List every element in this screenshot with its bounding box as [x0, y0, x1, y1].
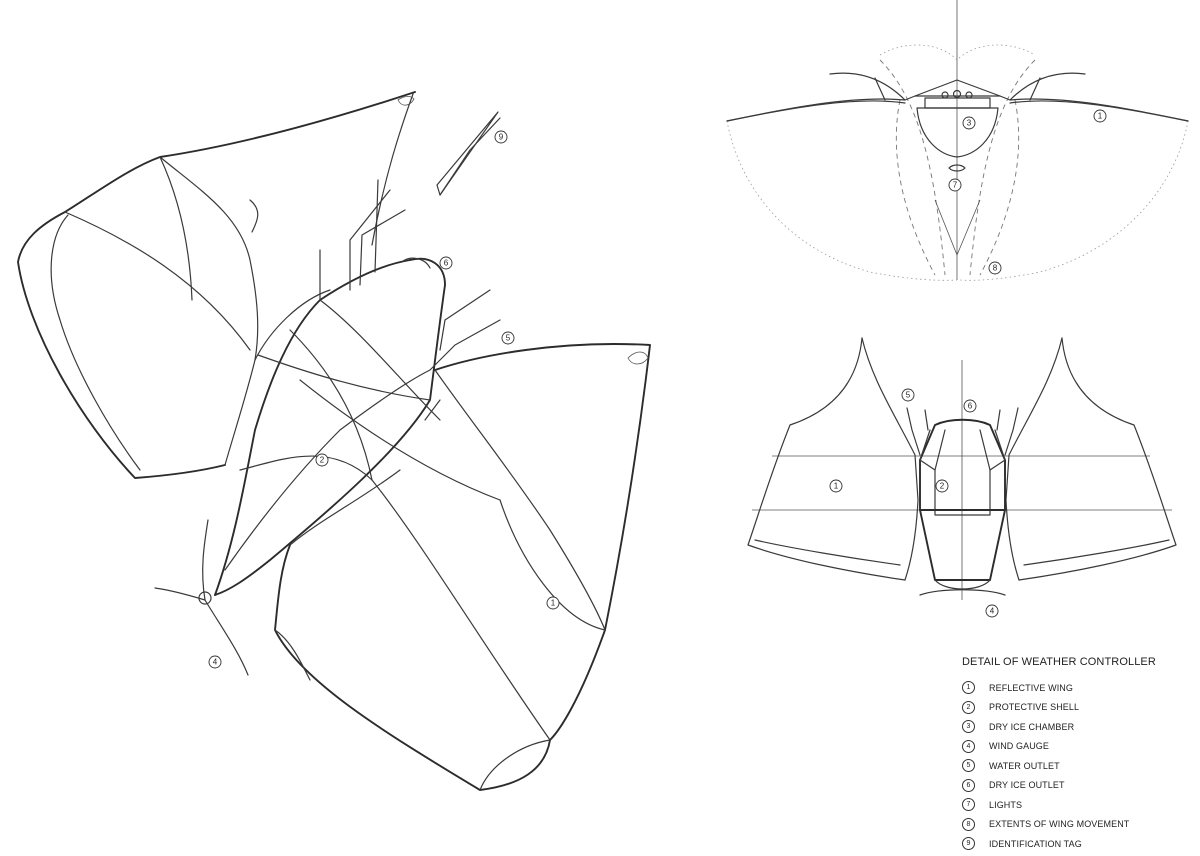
legend-label: REFLECTIVE WING	[989, 682, 1074, 693]
svg-text:8: 8	[993, 264, 998, 273]
svg-text:5: 5	[506, 334, 511, 343]
top-callout-1: 1	[1093, 109, 1107, 123]
top-callout-8: 8	[988, 261, 1002, 275]
top-callout-3: 3	[962, 116, 976, 130]
legend-label: IDENTIFICATION TAG	[989, 838, 1082, 849]
legend-item: 7 LIGHTS	[962, 795, 1192, 815]
legend-item: 5 WATER OUTLET	[962, 756, 1192, 776]
legend-list: 1 REFLECTIVE WING 2 PROTECTIVE SHELL 3 D…	[962, 678, 1192, 854]
legend-label: LIGHTS	[989, 799, 1023, 810]
svg-text:6: 6	[968, 402, 973, 411]
legend-number-badge: 2	[962, 700, 975, 714]
legend-item: 1 REFLECTIVE WING	[962, 678, 1192, 698]
legend-number-badge: 5	[962, 759, 975, 773]
perspective-lower-wing	[274, 343, 651, 791]
svg-text:2: 2	[320, 456, 325, 465]
perspective-antennas	[319, 111, 501, 421]
front-callout-1: 1	[829, 479, 843, 493]
legend-item: 4 WIND GAUGE	[962, 737, 1192, 757]
legend-item: 6 DRY ICE OUTLET	[962, 776, 1192, 796]
svg-text:4: 4	[213, 658, 218, 667]
legend-label: DRY ICE OUTLET	[989, 780, 1065, 791]
legend-label: WIND GAUGE	[989, 741, 1050, 752]
svg-text:1: 1	[551, 599, 556, 608]
perspective-view: 9 6 5 2 1 4	[17, 91, 651, 791]
svg-text:9: 9	[499, 133, 504, 142]
legend-label: PROTECTIVE SHELL	[989, 702, 1080, 713]
legend-number-badge: 8	[962, 817, 975, 831]
svg-text:3: 3	[967, 119, 972, 128]
legend-title: DETAIL OF WEATHER CONTROLLER	[962, 656, 1156, 668]
perspective-callout-9: 9	[494, 130, 508, 144]
svg-text:1: 1	[834, 482, 839, 491]
legend-number-badge: 4	[962, 739, 975, 753]
legend-number-badge: 3	[962, 720, 975, 734]
perspective-callout-6: 6	[439, 256, 453, 270]
svg-text:7: 7	[953, 181, 958, 190]
legend-number-badge: 7	[962, 798, 975, 812]
legend-item: 3 DRY ICE CHAMBER	[962, 717, 1192, 737]
legend-item: 2 PROTECTIVE SHELL	[962, 698, 1192, 718]
svg-text:6: 6	[444, 259, 449, 268]
legend-label: DRY ICE CHAMBER	[989, 721, 1075, 732]
front-callout-6: 6	[963, 399, 977, 413]
perspective-upper-wing	[17, 91, 416, 479]
top-callout-7: 7	[948, 178, 962, 192]
perspective-body	[214, 257, 501, 596]
svg-text:2: 2	[940, 482, 945, 491]
legend-number-badge: 9	[962, 837, 975, 851]
perspective-callout-4: 4	[208, 655, 222, 669]
legend-label: WATER OUTLET	[989, 760, 1060, 771]
legend-label: EXTENTS OF WING MOVEMENT	[989, 819, 1130, 830]
perspective-callout-2: 2	[315, 453, 329, 467]
legend-number-badge: 1	[962, 681, 975, 695]
legend-number-badge: 6	[962, 778, 975, 792]
legend-item: 8 EXTENTS OF WING MOVEMENT	[962, 815, 1192, 835]
legend: DETAIL OF WEATHER CONTROLLER 1 REFLECTIV…	[962, 656, 1192, 854]
perspective-callout-1: 1	[546, 596, 560, 610]
front-view: 5 6 1 2 4	[747, 337, 1177, 618]
svg-text:5: 5	[906, 391, 911, 400]
perspective-callout-5: 5	[501, 331, 515, 345]
top-view: 3 1 7 8	[726, 0, 1189, 281]
perspective-wind-gauge	[154, 519, 249, 676]
svg-text:1: 1	[1098, 112, 1103, 121]
front-callout-2: 2	[935, 479, 949, 493]
svg-text:4: 4	[990, 607, 995, 616]
front-callout-4: 4	[985, 604, 999, 618]
front-callout-5: 5	[901, 388, 915, 402]
legend-item: 9 IDENTIFICATION TAG	[962, 834, 1192, 854]
